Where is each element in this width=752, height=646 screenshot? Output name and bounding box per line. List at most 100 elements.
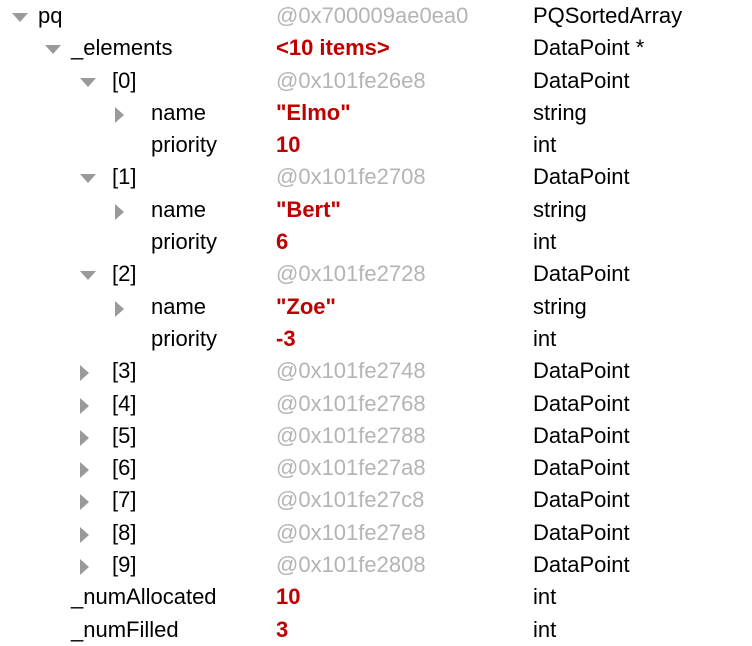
variable-name[interactable]: [9] bbox=[112, 552, 137, 578]
undefined[interactable] bbox=[78, 388, 102, 420]
undefined[interactable] bbox=[43, 32, 67, 64]
variable-type: DataPoint bbox=[533, 487, 630, 513]
variable-name[interactable]: [6] bbox=[112, 455, 137, 481]
variable-type: DataPoint bbox=[533, 358, 630, 384]
variable-name[interactable]: name bbox=[151, 293, 207, 319]
undefined[interactable] bbox=[78, 355, 102, 387]
variable-type: int bbox=[533, 132, 557, 158]
tree-row[interactable]: [3] @0x101fe2748 DataPoint bbox=[0, 355, 752, 387]
variable-value[interactable]: @0x101fe2748 bbox=[276, 358, 426, 384]
tree-row[interactable]: pq @0x700009ae0ea0 PQSortedArray bbox=[0, 0, 752, 32]
tree-row[interactable]: priority -3 int bbox=[0, 323, 752, 355]
variable-type: int bbox=[533, 229, 557, 255]
undefined[interactable] bbox=[78, 517, 102, 549]
tree-row[interactable]: [8] @0x101fe27e8 DataPoint bbox=[0, 517, 752, 549]
variable-type: int bbox=[533, 616, 557, 642]
tree-row[interactable]: _numFilled 3 int bbox=[0, 614, 752, 646]
undefined[interactable] bbox=[78, 420, 102, 452]
variable-value[interactable]: <10 items> bbox=[276, 35, 390, 61]
tree-row[interactable]: name "Zoe" string bbox=[0, 291, 752, 323]
tree-row[interactable]: [0] @0x101fe26e8 DataPoint bbox=[0, 65, 752, 97]
variable-value[interactable]: "Zoe" bbox=[276, 293, 336, 319]
tree-row[interactable]: name "Elmo" string bbox=[0, 97, 752, 129]
variable-type: DataPoint * bbox=[533, 35, 645, 61]
tree-row[interactable]: [2] @0x101fe2728 DataPoint bbox=[0, 258, 752, 290]
variable-value[interactable]: @0x101fe2808 bbox=[276, 552, 426, 578]
undefined[interactable] bbox=[78, 65, 102, 97]
variable-type: DataPoint bbox=[533, 422, 630, 448]
variable-name[interactable]: priority bbox=[151, 229, 218, 255]
tree-row[interactable]: name "Bert" string bbox=[0, 194, 752, 226]
tree-row[interactable]: _elements <10 items> DataPoint * bbox=[0, 32, 752, 64]
variable-type: DataPoint bbox=[533, 261, 630, 287]
variable-name[interactable]: priority bbox=[151, 325, 218, 351]
undefined[interactable] bbox=[78, 258, 102, 290]
variable-type: string bbox=[533, 99, 587, 125]
undefined[interactable] bbox=[78, 452, 102, 484]
undefined[interactable] bbox=[113, 194, 137, 226]
variable-name[interactable]: [3] bbox=[112, 358, 137, 384]
variable-name[interactable]: name bbox=[151, 196, 207, 222]
no-disclosure-icon bbox=[113, 226, 137, 258]
variable-type: int bbox=[533, 325, 557, 351]
tree-row[interactable]: [7] @0x101fe27c8 DataPoint bbox=[0, 484, 752, 516]
variable-type: DataPoint bbox=[533, 455, 630, 481]
no-disclosure-icon bbox=[43, 614, 67, 646]
variable-type: string bbox=[533, 293, 587, 319]
variable-type: string bbox=[533, 196, 587, 222]
variable-value[interactable]: 10 bbox=[276, 132, 301, 158]
variable-value[interactable]: 3 bbox=[276, 616, 289, 642]
variable-value[interactable]: 6 bbox=[276, 229, 289, 255]
variable-type: PQSortedArray bbox=[533, 3, 683, 28]
variable-value[interactable]: 10 bbox=[276, 584, 301, 610]
variable-name[interactable]: [8] bbox=[112, 519, 137, 545]
variable-value[interactable]: -3 bbox=[276, 325, 296, 351]
undefined[interactable] bbox=[10, 0, 34, 32]
variable-type: DataPoint bbox=[533, 67, 630, 93]
tree-row[interactable]: priority 6 int bbox=[0, 226, 752, 258]
variable-name[interactable]: [0] bbox=[112, 67, 137, 93]
undefined[interactable] bbox=[78, 484, 102, 516]
variable-type: DataPoint bbox=[533, 164, 630, 190]
variable-name[interactable]: [7] bbox=[112, 487, 137, 513]
variable-value[interactable]: @0x101fe27a8 bbox=[276, 455, 426, 481]
variable-value[interactable]: @0x101fe2708 bbox=[276, 164, 426, 190]
variable-name[interactable]: priority bbox=[151, 132, 218, 158]
undefined[interactable] bbox=[113, 291, 137, 323]
variable-value[interactable]: @0x101fe2728 bbox=[276, 261, 426, 287]
variable-value[interactable]: @0x700009ae0ea0 bbox=[276, 3, 469, 28]
undefined[interactable] bbox=[78, 161, 102, 193]
variable-value[interactable]: @0x101fe26e8 bbox=[276, 67, 426, 93]
no-disclosure-icon bbox=[113, 323, 137, 355]
variable-name[interactable]: _elements bbox=[71, 35, 173, 61]
undefined[interactable] bbox=[113, 97, 137, 129]
variable-value[interactable]: "Bert" bbox=[276, 196, 341, 222]
variable-type: DataPoint bbox=[533, 390, 630, 416]
variable-value[interactable]: @0x101fe27e8 bbox=[276, 519, 426, 545]
undefined[interactable] bbox=[78, 549, 102, 581]
variable-value[interactable]: @0x101fe2788 bbox=[276, 422, 426, 448]
variable-name[interactable]: [4] bbox=[112, 390, 137, 416]
variable-name[interactable]: [5] bbox=[112, 422, 137, 448]
variable-name[interactable]: _numFilled bbox=[71, 616, 179, 642]
variable-name[interactable]: name bbox=[151, 99, 207, 125]
variable-type: DataPoint bbox=[533, 519, 630, 545]
variable-name[interactable]: _numAllocated bbox=[71, 584, 217, 610]
tree-row[interactable]: [1] @0x101fe2708 DataPoint bbox=[0, 161, 752, 193]
tree-row[interactable]: priority 10 int bbox=[0, 129, 752, 161]
tree-row[interactable]: _numAllocated 10 int bbox=[0, 581, 752, 613]
no-disclosure-icon bbox=[43, 581, 67, 613]
variable-value[interactable]: "Elmo" bbox=[276, 99, 351, 125]
tree-row[interactable]: [4] @0x101fe2768 DataPoint bbox=[0, 388, 752, 420]
tree-row[interactable]: [5] @0x101fe2788 DataPoint bbox=[0, 420, 752, 452]
variable-type: int bbox=[533, 584, 557, 610]
variable-value[interactable]: @0x101fe27c8 bbox=[276, 487, 425, 513]
variable-name[interactable]: [1] bbox=[112, 164, 137, 190]
variable-value[interactable]: @0x101fe2768 bbox=[276, 390, 426, 416]
no-disclosure-icon bbox=[113, 129, 137, 161]
variable-name[interactable]: pq bbox=[38, 3, 63, 28]
variable-name[interactable]: [2] bbox=[112, 261, 137, 287]
tree-row[interactable]: [6] @0x101fe27a8 DataPoint bbox=[0, 452, 752, 484]
